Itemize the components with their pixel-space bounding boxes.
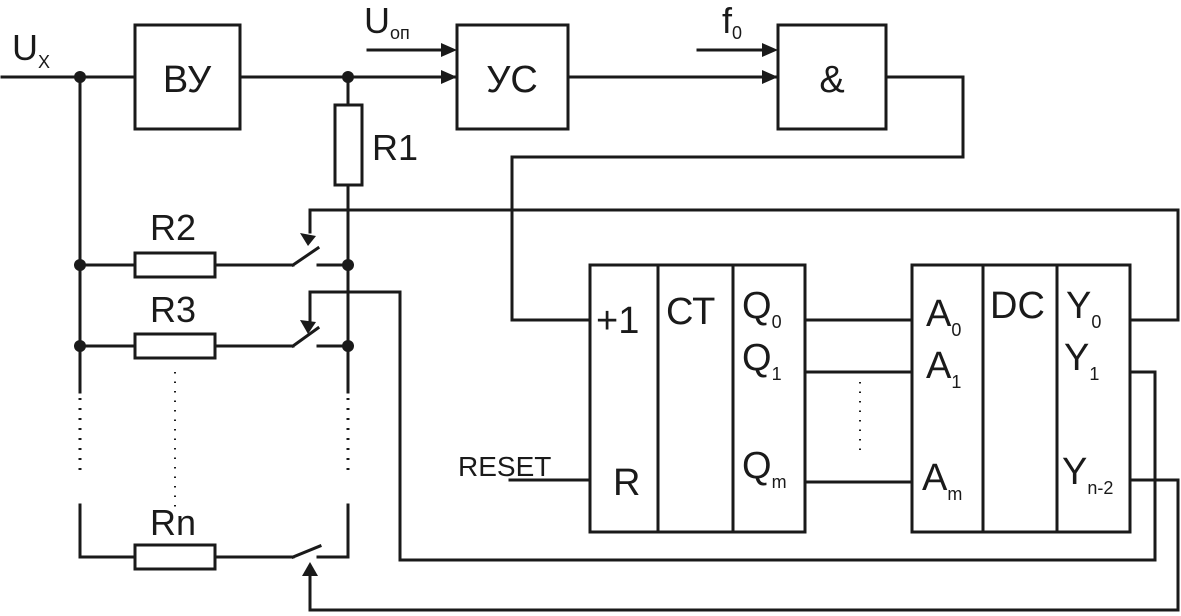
counter-qm-label: Qm [742,445,787,492]
us-label: УС [486,59,538,101]
switch-r3 [290,320,321,349]
counter-q1-label: Q1 [742,337,782,384]
switch-rn [291,544,322,576]
resistor-r3: R3 [133,289,217,360]
vu-label: ВУ [163,59,212,101]
decoder-yn2-label: Yn-2 [1062,451,1113,498]
input-arrows [366,43,778,84]
decoder-dc-label: DC [990,285,1045,327]
counter-reset-r-label: R [613,462,640,504]
wires [0,75,1180,612]
r3-label: R3 [150,289,196,330]
switch-r2 [290,233,321,268]
reset-label: RESET [458,451,551,482]
and-gate-label: & [819,59,844,101]
rn-label: Rn [150,502,196,543]
vu-block: ВУ [133,23,242,131]
resistor-rn: Rn [133,502,217,571]
decoder-y1-label: Y1 [1064,337,1099,384]
counter-q0-label: Q0 [742,285,782,332]
decoder-y0-label: Y0 [1066,285,1101,332]
f0-label: f0 [722,0,742,43]
ux-label: UX [12,27,50,72]
r2-label: R2 [150,207,196,248]
decoder-block: DC A0 A1 Am Y0 Y1 Yn-2 [910,263,1132,534]
junction-dots [74,71,354,352]
r1-label: R1 [372,127,418,168]
resistor-r2: R2 [133,207,217,279]
decoder-a1-label: A1 [926,345,961,392]
resistor-r1: R1 [333,103,418,187]
and-gate-block: & [776,23,888,131]
uop-label: Uоп [364,0,410,43]
counter-block: +1 СТ R Q0 Q1 Qm [588,263,807,534]
counter-plus1-label: +1 [596,300,639,342]
us-block: УС [455,23,570,131]
counter-ct-label: СТ [666,291,715,333]
decoder-a0-label: A0 [926,293,961,340]
decoder-am-label: Am [922,457,962,504]
